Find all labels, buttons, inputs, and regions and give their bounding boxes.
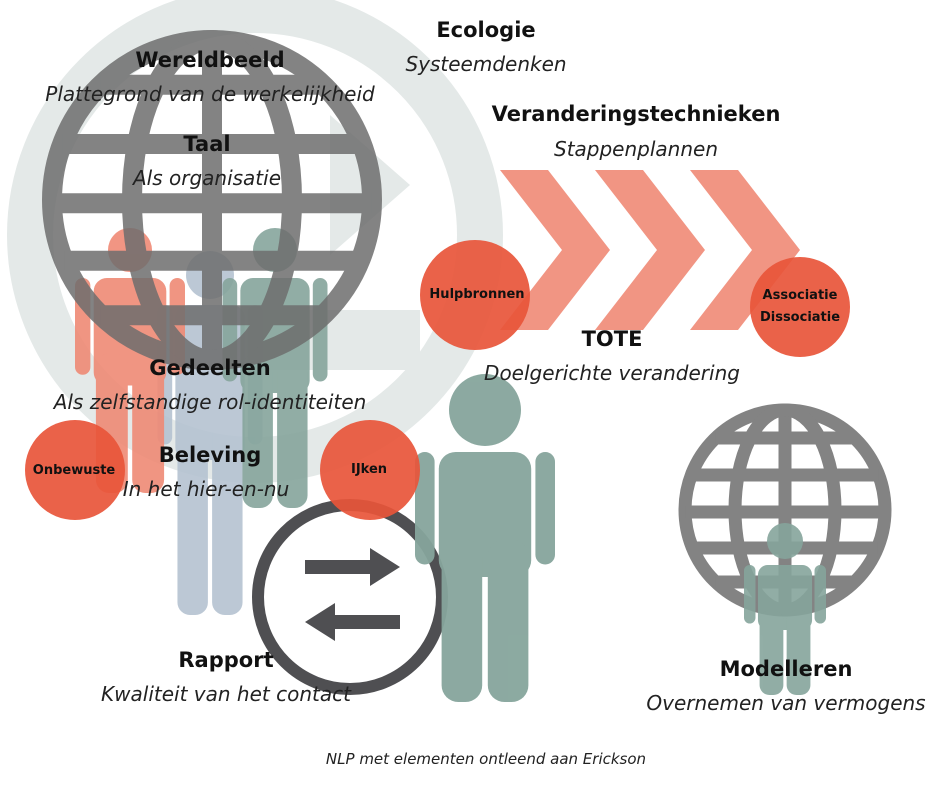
person-arm xyxy=(535,452,555,565)
circle-hulpbronnen xyxy=(420,240,530,350)
person-head xyxy=(767,523,803,559)
rapport-title: Rapport xyxy=(178,648,274,672)
person-small-modelling xyxy=(744,523,826,695)
person-leg xyxy=(212,413,243,615)
person-leg xyxy=(132,353,165,493)
rapport-subtitle: Kwaliteit van het contact xyxy=(101,682,351,706)
person-teal-large xyxy=(415,374,555,702)
taal-subtitle: Als organisatie xyxy=(132,166,282,190)
person-leg xyxy=(786,610,811,695)
beleving-title: Beleving xyxy=(158,443,262,467)
person-leg xyxy=(177,413,208,615)
gedeelten-subtitle: Als zelfstandige rol-identiteiten xyxy=(53,390,367,414)
person-leg xyxy=(277,358,308,508)
person-leg xyxy=(242,358,273,508)
person-leg xyxy=(441,539,483,702)
ecologie-title: Ecologie xyxy=(436,18,536,42)
arrow-right-icon xyxy=(305,548,400,586)
arrow-left-icon xyxy=(305,603,400,641)
modelleren-title: Modelleren xyxy=(719,657,853,681)
chevron-arrow xyxy=(500,170,610,330)
circle-onbewuste xyxy=(25,420,125,520)
tote-subtitle: Doelgerichte verandering xyxy=(484,361,740,385)
gedeelten-title: Gedeelten xyxy=(149,356,271,380)
taal-title: Taal xyxy=(183,132,231,156)
modelleren-subtitle: Overnemen van vermogens xyxy=(646,691,926,715)
globe-icon-large xyxy=(42,30,382,370)
ecologie-subtitle: Systeemdenken xyxy=(405,52,567,76)
chevron-arrow xyxy=(595,170,705,330)
rapport-ring xyxy=(252,499,448,695)
caption: NLP met elementen ontleend aan Erickson xyxy=(325,750,647,768)
wereldbeeld-subtitle: Plattegrond van de werkelijkheid xyxy=(45,82,375,106)
person-head xyxy=(449,374,521,446)
rapport-exchange-icon xyxy=(252,499,448,695)
ijken-label: IJken xyxy=(350,462,388,477)
veranderingstechnieken-subtitle: Stappenplannen xyxy=(553,137,719,161)
tote-title: TOTE xyxy=(581,327,643,351)
chevron-arrow xyxy=(690,170,800,330)
beleving-subtitle: In het hier-en-nu xyxy=(122,477,290,501)
dissociatie-label: Dissociatie xyxy=(759,310,841,325)
person-arm xyxy=(814,565,826,624)
circle-ijken xyxy=(320,420,420,520)
veranderingstechnieken-title: Veranderingstechnieken xyxy=(491,102,781,126)
person-arm xyxy=(415,452,435,565)
circle-associatie xyxy=(750,257,850,357)
hulpbronnen-label: Hulpbronnen xyxy=(429,287,525,302)
person-arm xyxy=(744,565,756,624)
person-leg xyxy=(487,539,529,702)
onbewuste-label: Onbewuste xyxy=(32,463,116,478)
wereldbeeld-title: Wereldbeeld xyxy=(135,48,285,72)
associatie-label: Associatie xyxy=(762,288,838,303)
person-leg xyxy=(759,610,784,695)
